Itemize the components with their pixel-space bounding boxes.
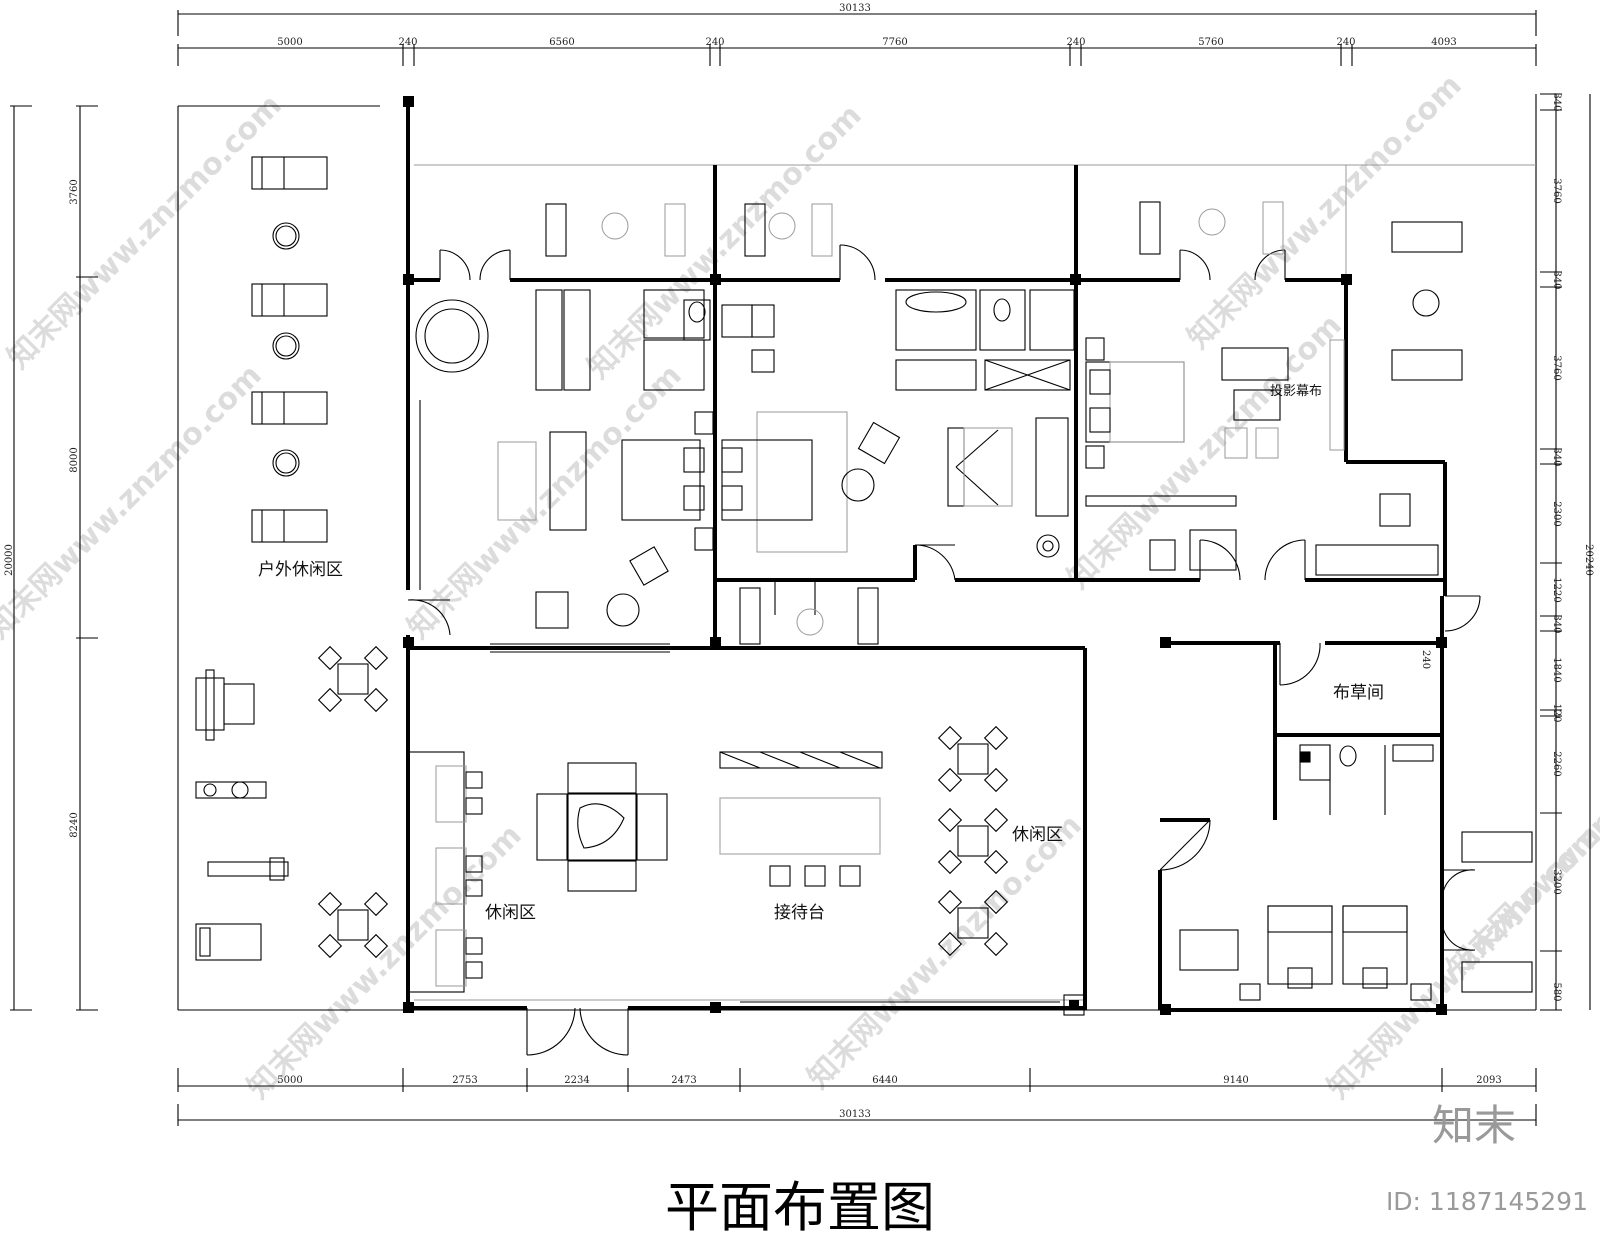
dim-right: 340 [1551,92,1562,111]
dim-right: 3200 [1551,869,1562,894]
dim-right-total: 20240 [1583,544,1594,576]
drawing-title: 平面布置图 [665,1176,935,1239]
site-boundary [177,94,1537,1011]
dim-left-total: 20000 [4,544,15,576]
dim-top: 6560 [549,37,574,48]
dim-right: 3760 [1551,355,1562,380]
room-label-reception: 接待台 [774,903,825,923]
dim-top: 240 [705,37,724,48]
windows [419,400,1060,1011]
bar-counter [407,751,483,993]
image-id: ID: 1187145291 [1386,1187,1588,1216]
watermark: 知末网www.znzmo.com [801,808,1089,1096]
watermark: 知末网www.znzmo.com [0,358,269,646]
left-dimensions: 20000 3760 8000 8240 [4,105,98,1011]
dim-interior: 240 [1420,650,1431,669]
outdoor-table-set [317,891,389,959]
watermark: 知末网www.znzmo.com [1441,698,1600,986]
dim-left: 8000 [69,447,80,472]
suite-3-furniture: 投影幕布 [1085,337,1439,576]
reception-desk [719,751,883,887]
bathroom-fixtures [683,289,1075,391]
dim-top: 240 [1336,37,1355,48]
watermark: 知末网www.znzmo.com [401,358,689,646]
dim-right: 1840 [1551,657,1562,682]
dim-top: 240 [398,37,417,48]
tea-table-set [536,762,668,892]
lounge-table-sets [937,725,1009,957]
dim-right: 340 [1551,270,1562,289]
dim-right: 340 [1551,447,1562,466]
dim-top: 240 [1066,37,1085,48]
dim-left: 3760 [69,179,80,204]
watermark-layer: 知末网www.znzmo.com 知末网www.znzmo.com 知末网www… [0,68,1600,1106]
room-label-linen-room: 布草间 [1333,683,1384,703]
dim-top: 5760 [1198,37,1223,48]
dim-right: 340 [1551,614,1562,633]
dim-right: 120 [1551,703,1562,722]
dim-top: 5000 [277,37,302,48]
dim-right: 1220 [1551,577,1562,602]
watermark: 知末网www.znzmo.com [581,98,869,386]
linen-room-fixtures [1299,744,1434,815]
dim-right: 2260 [1551,751,1562,776]
dim-top: 7760 [882,37,907,48]
dim-bottom: 5000 [277,1075,302,1086]
dim-right: 580 [1551,982,1562,1001]
dim-top-total: 30133 [839,3,871,14]
watermark: 知末网www.znzmo.com [1,88,289,376]
dim-right: 2300 [1551,501,1562,526]
columns [403,96,1447,1016]
room-label-leisure-left: 休闲区 [485,903,536,923]
suite-1-furniture [415,289,714,629]
bottom-dimensions: 5000 2753 2234 2473 6440 9140 2093 30133 [177,1068,1537,1126]
label-projection-screen: 投影幕布 [1270,383,1322,399]
dim-bottom: 2473 [671,1075,696,1086]
brand-logo-text: 知末 [1432,1101,1516,1150]
massage-room-furniture [1179,831,1533,1001]
doors [407,244,1481,1056]
dim-bottom: 9140 [1223,1075,1248,1086]
outdoor-loungers [251,156,328,543]
walls [406,96,1447,1012]
dim-left: 8240 [69,812,80,837]
dim-bottom: 6440 [872,1075,897,1086]
dim-top: 4093 [1431,37,1456,48]
room-label-outdoor-leisure: 户外休闲区 [258,560,343,580]
dim-bottom-total: 30133 [839,1109,871,1120]
top-dimensions: 30133 5000 240 6560 240 7760 240 5760 24… [177,3,1537,66]
dim-bottom: 2753 [452,1075,477,1086]
right-dimensions: 340 3760 340 3760 340 2300 1220 340 1840… [1540,92,1594,1011]
dim-right: 3760 [1551,178,1562,203]
room-label-leisure-right: 休闲区 [1012,825,1063,845]
gym-equipment [195,669,289,961]
dim-bottom: 2093 [1476,1075,1501,1086]
terrace-furniture [545,201,1463,645]
dim-bottom: 2234 [564,1075,589,1086]
outdoor-table-set [317,645,389,713]
suite-2-furniture [721,304,1069,558]
